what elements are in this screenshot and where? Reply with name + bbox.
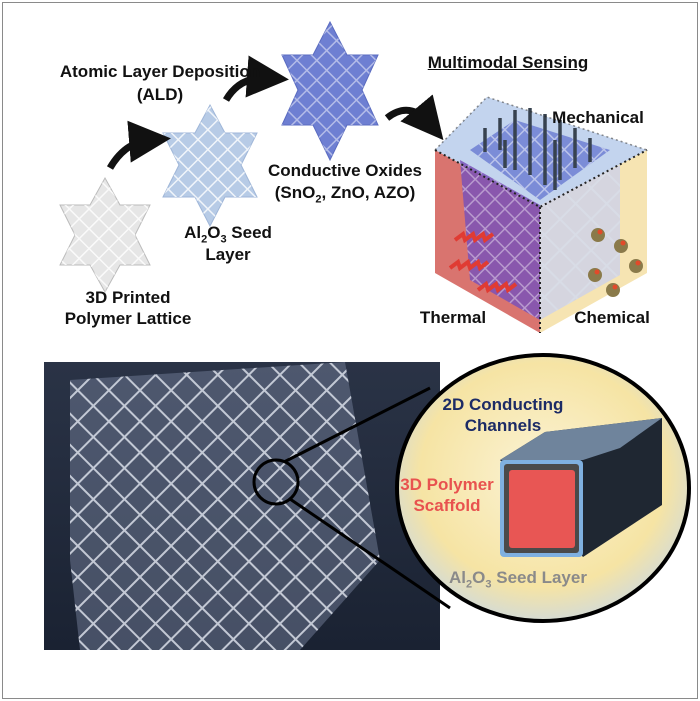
oxide-lattice-image [281, 20, 379, 162]
ald-abbreviation: (ALD) [136, 85, 184, 104]
polymer-lattice-label-line1: 3D Printed [85, 288, 171, 307]
polymer-core [509, 470, 575, 548]
seed-layer-lattice-image [162, 103, 258, 228]
process-arrow-1 [106, 120, 171, 170]
conductive-oxides-label: Conductive Oxides [268, 161, 422, 180]
oxide-list-label: (SnO2, ZnO, AZO) [274, 183, 416, 206]
magnified-inset [395, 353, 691, 623]
chemical-molecules-icon [588, 228, 643, 297]
scaffold-label-line1: 3D Polymer [400, 475, 494, 494]
process-arrow-2 [222, 55, 289, 102]
channels-label-line2: Channels [464, 416, 542, 435]
zoom-line-top [283, 386, 431, 464]
seed-layer-label-line1: Al2O3 Seed [184, 223, 272, 246]
sensing-cube [434, 96, 648, 333]
seed-layer-inset-label: Al2O3 Seed Layer [449, 568, 587, 591]
scaffold-label-line2: Scaffold [413, 496, 481, 515]
heat-wave-arrows-icon [448, 230, 518, 294]
thermal-label: Thermal [419, 308, 487, 327]
pressure-arrows-icon [483, 108, 592, 190]
lattice-photo [44, 362, 440, 650]
chemical-label: Chemical [574, 308, 650, 327]
seed-layer-label-line2: Layer [205, 245, 251, 264]
polymer-lattice-image [59, 176, 151, 294]
polymer-lattice-label-line2: Polymer Lattice [64, 309, 192, 328]
mechanical-label: Mechanical [552, 108, 644, 127]
magnify-source-circle [252, 458, 300, 506]
zoom-line-bottom [289, 497, 451, 610]
sensing-title: Multimodal Sensing [427, 53, 589, 72]
channels-label-line1: 2D Conducting [442, 395, 564, 414]
ald-title: Atomic Layer Deposition [59, 62, 261, 81]
process-arrow-3 [384, 94, 444, 141]
